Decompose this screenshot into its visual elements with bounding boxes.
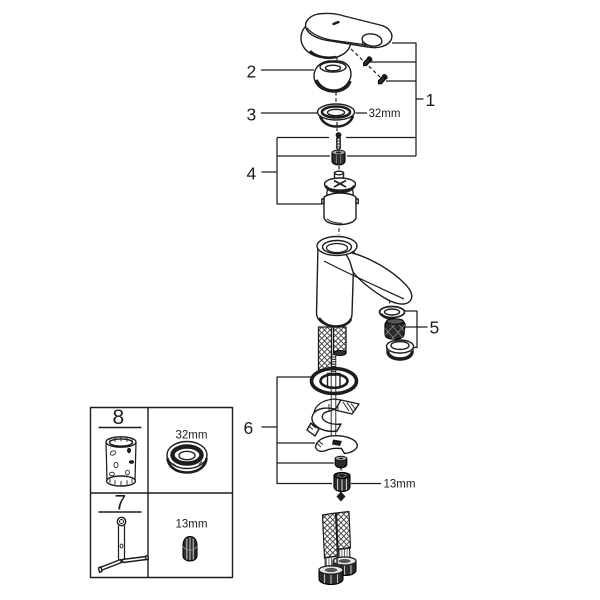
- mounting-oring-outline: [309, 366, 359, 396]
- t-socket-wrench-icon: [97, 516, 149, 573]
- tool-cell-32mm: 32mm: [166, 430, 208, 474]
- ring-nut-illustration: [316, 103, 356, 128]
- cartridge-socket-tool-icon: [105, 436, 137, 487]
- tool-size-label-32mm: 32mm: [176, 430, 208, 442]
- cartridge-illustration: [321, 170, 359, 226]
- callout-3: 3: [247, 105, 257, 125]
- fastening-nut-size-label: 13mm: [384, 479, 416, 491]
- cartridge-screw-icon: [335, 132, 342, 152]
- small-fastening-nut-icon: [334, 455, 348, 469]
- callout-4: 4: [247, 164, 257, 184]
- callout-2: 2: [247, 62, 257, 82]
- tool-size-label-13mm: 13mm: [176, 519, 208, 531]
- assembly-arrow-icon: [336, 491, 346, 502]
- tool-cell-item-7: 7: [97, 492, 149, 573]
- nut-13mm-icon: [182, 535, 198, 562]
- aerator-insert-icon: [384, 318, 406, 340]
- callout-labels: 1 2 3 4 5 6 32mm 13mm: [244, 62, 440, 491]
- tool-cell-item-8: 8: [98, 406, 142, 487]
- mounting-bracket-illustration: [306, 398, 360, 437]
- supply-hoses-upper: [317, 326, 347, 379]
- aerator-housing-icon: [385, 339, 415, 361]
- dome-cap-illustration: [313, 60, 352, 93]
- fastening-nut-13mm-icon: [333, 471, 351, 493]
- curved-washer-icon: [314, 434, 358, 455]
- tool-table: 8 32mm: [89, 406, 234, 579]
- lever-handle-illustration: [300, 12, 393, 60]
- supply-hoses-lower: [318, 510, 357, 586]
- aerator-washer-icon: [378, 305, 406, 320]
- cartridge-nut-icon: [331, 149, 346, 166]
- tool-item-number-8: 8: [113, 406, 125, 429]
- tool-item-number-7: 7: [115, 492, 127, 515]
- handle-fixing-screw-icon: [363, 56, 388, 85]
- tool-cell-13mm: 13mm: [176, 519, 208, 562]
- callout-5: 5: [430, 318, 440, 338]
- mounting-oring-icon: [311, 368, 357, 394]
- ring-nut-size-label: 32mm: [369, 108, 401, 120]
- callout-1: 1: [426, 90, 436, 110]
- ring-nut-32mm-icon: [166, 440, 208, 474]
- callout-6: 6: [244, 418, 254, 438]
